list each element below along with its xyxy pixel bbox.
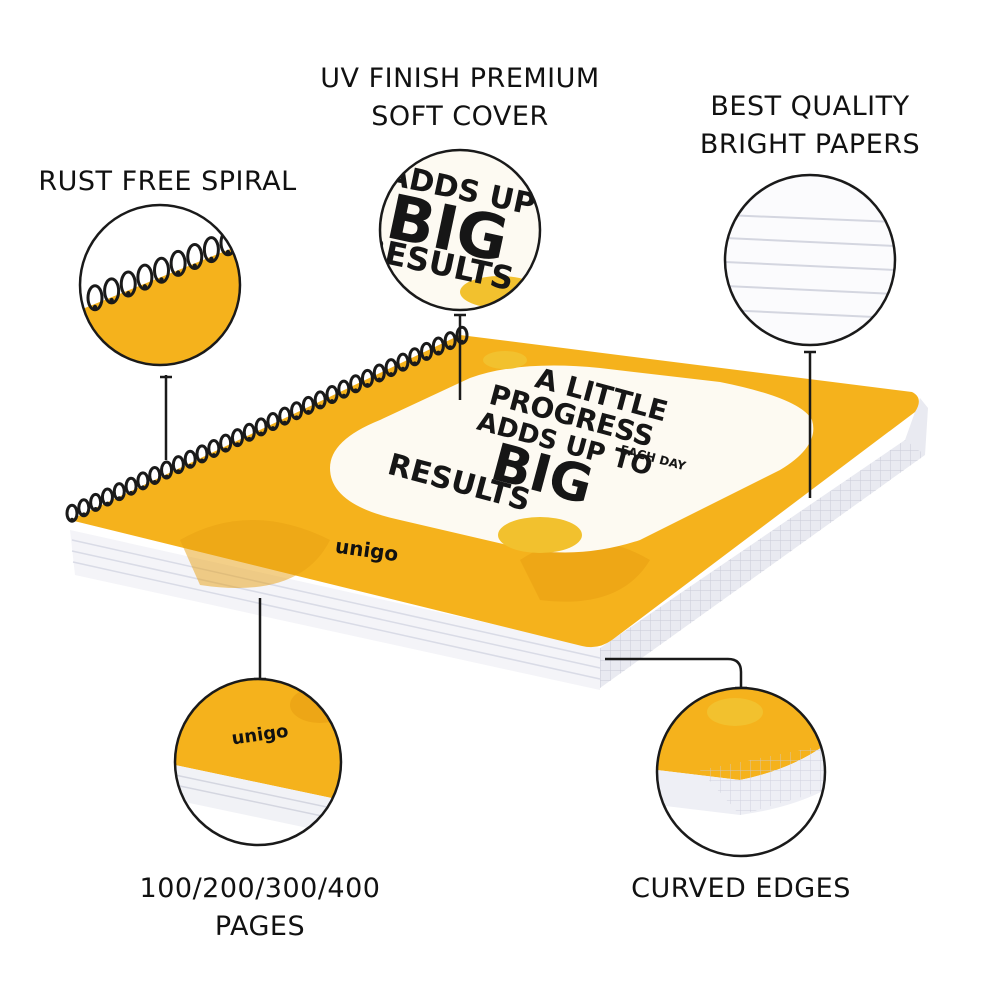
spiral-hole xyxy=(412,361,417,366)
spiral-hole xyxy=(209,256,214,262)
spiral-hole xyxy=(81,512,87,517)
callout-cover: ADDS UP TO BIG RESULTS xyxy=(378,148,542,312)
feature-label-line: SOFT COVER xyxy=(371,101,549,132)
feature-label-cover: UV FINISH PREMIUM SOFT COVER xyxy=(305,60,615,136)
spiral-hole xyxy=(109,297,114,303)
feature-label-line: CURVED EDGES xyxy=(631,873,851,904)
spiral-hole xyxy=(424,355,429,361)
spiral-loop xyxy=(169,249,187,277)
feature-label-line: 100/200/300/400 xyxy=(139,873,381,904)
spiral-hole xyxy=(377,377,382,382)
spiral-hole xyxy=(341,393,347,399)
spiral-loop xyxy=(103,277,121,305)
spiral-hole xyxy=(105,501,110,507)
spiral-binding xyxy=(65,325,469,523)
spiral-loop xyxy=(86,284,104,312)
spiral-loop xyxy=(136,263,154,291)
feature-label-line: RUST FREE SPIRAL xyxy=(38,166,297,197)
callout-pages: unigo xyxy=(173,677,343,847)
spiral-hole xyxy=(211,453,217,458)
callout-spiral xyxy=(78,203,242,367)
cover-artwork xyxy=(330,365,814,553)
spiral-hole xyxy=(140,485,146,490)
feature-label-spiral: RUST FREE SPIRAL xyxy=(30,163,305,201)
spiral-loop xyxy=(153,256,170,284)
spiral-loop xyxy=(119,270,137,298)
feature-label-line: UV FINISH PREMIUM xyxy=(320,63,600,94)
spiral-hole xyxy=(69,517,75,523)
spiral-hole xyxy=(317,404,323,409)
spiral-loop xyxy=(186,243,204,271)
spiral-hole xyxy=(353,388,358,393)
callout-edges xyxy=(655,686,827,858)
feature-label-paper: BEST QUALITY BRIGHT PAPERS xyxy=(690,88,930,164)
feature-label-line: PAGES xyxy=(214,911,306,942)
spiral-hole xyxy=(436,350,441,355)
spiral-hole xyxy=(223,447,228,453)
feature-label-line: BRIGHT PAPERS xyxy=(699,129,921,160)
spiral-hole xyxy=(294,415,299,420)
spiral-hole xyxy=(235,442,240,447)
callout-paper xyxy=(723,173,897,347)
spiral-hole xyxy=(388,372,394,377)
spiral-hole xyxy=(187,463,193,469)
spiral-hole xyxy=(225,249,231,255)
spiral-hole xyxy=(306,409,311,415)
spiral-hole xyxy=(92,304,98,310)
spiral-hole xyxy=(126,291,131,296)
spiral-hole xyxy=(128,490,134,496)
spiral-hole xyxy=(93,507,98,512)
spiral-hole xyxy=(447,345,453,350)
spiral-hole xyxy=(365,382,370,388)
spiral-hole xyxy=(270,426,276,431)
spiral-hole xyxy=(164,474,169,480)
spiral-hole xyxy=(175,270,181,275)
spiral-hole xyxy=(247,436,252,442)
spiral-hole xyxy=(400,366,406,372)
feature-label-pages: 100/200/300/400 PAGES xyxy=(105,870,415,946)
feature-label-edges: CURVED EDGES xyxy=(610,870,872,908)
spiral-hole xyxy=(329,399,335,404)
spiral-hole xyxy=(176,469,181,474)
spiral-hole xyxy=(258,431,264,436)
spiral-hole xyxy=(142,284,148,289)
spiral-hole xyxy=(159,277,164,282)
spiral-hole xyxy=(152,480,157,485)
feature-label-line: BEST QUALITY xyxy=(710,91,910,122)
spiral-hole xyxy=(199,458,205,463)
notebook: A LITTLE PROGRESS EACH DAY ADDS UP TO BI… xyxy=(65,325,928,690)
spiral-hole xyxy=(192,263,197,268)
spiral-hole xyxy=(282,420,287,426)
spiral-loop xyxy=(202,236,220,264)
spiral-hole xyxy=(117,496,122,501)
